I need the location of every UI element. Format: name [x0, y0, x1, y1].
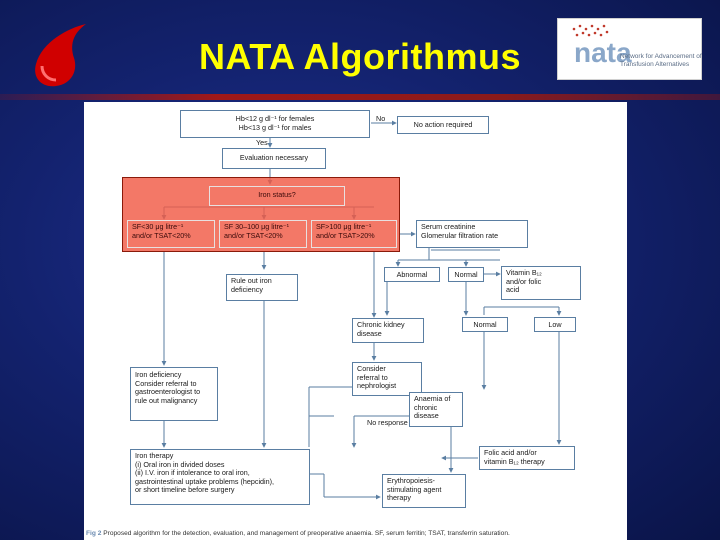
esa-therapy-box: Erythropoiesis- stimulating agent therap…	[382, 474, 466, 508]
algorithm-figure: Hb<12 g dl⁻¹ for females Hb<13 g dl⁻¹ fo…	[84, 102, 627, 540]
ckd-line-2: disease	[357, 328, 382, 338]
therapy-line-4: gastrointestinal uptake problems (hepcid…	[135, 476, 275, 486]
blood-drop-logo-icon	[35, 24, 86, 87]
folic-line-1: Folic acid and/or	[484, 448, 537, 457]
sf-low-line-1: SF<30 μg litre⁻¹	[132, 222, 184, 231]
no-label: No	[376, 114, 386, 123]
evaluation-text: Evaluation necessary	[239, 153, 309, 162]
esa-line-3: therapy	[387, 493, 411, 503]
caption-text: Proposed algorithm for the detection, ev…	[103, 530, 510, 537]
iron-status-box: Iron status?	[209, 186, 345, 206]
no-action-text: No action required	[413, 120, 473, 129]
nata-dots-icon	[572, 24, 609, 37]
nata-logo: nata Network for Advancement of Transfus…	[557, 18, 702, 80]
normal-box: Normal	[448, 267, 484, 282]
ckd-line-1: Chronic kidney	[357, 320, 405, 329]
anaemia-line-3: disease	[414, 411, 439, 421]
nephrologist-box: Consider referral to nephrologist	[352, 362, 422, 396]
iron-status-highlight: Iron status? SF<30 μg litre⁻¹ and/or TSA…	[122, 177, 400, 252]
therapy-line-3: (ii) I.V. iron if intolerance to oral ir…	[135, 468, 250, 478]
anaemia-chronic-box: Anaemia of chronic disease	[409, 392, 463, 427]
iron-deficiency-box: Iron deficiency Consider referral to gas…	[130, 367, 218, 421]
iron-status-text: Iron status?	[258, 190, 296, 199]
therapy-line-5: or short timeline before surgery	[135, 485, 235, 495]
folic-acid-box: Folic acid and/or vitamin B₁₂ therapy	[479, 446, 575, 470]
serum-creatinine-box: Serum creatinine Glomerular filtration r…	[416, 220, 528, 248]
b12-line-3: acid	[506, 285, 520, 295]
no-response-label: No response	[367, 418, 408, 427]
abnormal-box: Abnormal	[384, 267, 440, 282]
serum-line-2: Glomerular filtration rate	[421, 230, 499, 240]
iron-def-line-3: gastroenterologist to	[135, 387, 201, 397]
sf-low-box: SF<30 μg litre⁻¹ and/or TSAT<20%	[127, 220, 215, 248]
evaluation-box: Evaluation necessary	[222, 148, 326, 169]
esa-line-2: stimulating agent	[387, 484, 442, 494]
figure-caption: Fig 2 Proposed algorithm for the detecti…	[86, 530, 510, 537]
serum-line-1: Serum creatinine	[421, 222, 476, 231]
low-box: Low	[534, 317, 576, 332]
sf-mid-box: SF 30–100 μg litre⁻¹ and/or TSAT<20%	[219, 220, 307, 248]
nephro-line-3: nephrologist	[357, 381, 397, 391]
therapy-line-2: (i) Oral iron in divided doses	[135, 459, 225, 469]
rule-out-box: Rule out iron deficiency	[226, 274, 298, 301]
iron-def-line-1: Iron deficiency	[135, 370, 182, 379]
anaemia-line-2: chronic	[414, 402, 438, 412]
iron-def-line-2: Consider referral to	[135, 378, 197, 388]
hb-line-2: Hb<13 g dl⁻¹ for males	[238, 122, 312, 132]
ckd-box: Chronic kidney disease	[352, 318, 424, 343]
therapy-line-1: Iron therapy	[135, 451, 174, 460]
hb-line-1: Hb<12 g dl⁻¹ for females	[235, 114, 315, 123]
folic-line-2: vitamin B₁₂ therapy	[484, 456, 545, 466]
esa-line-1: Erythropoiesis-	[387, 476, 435, 485]
caption-label: Fig 2	[86, 530, 102, 537]
nephro-line-2: referral to	[357, 372, 388, 382]
sf-mid-line-1: SF 30–100 μg litre⁻¹	[224, 222, 290, 231]
title-divider	[0, 94, 720, 100]
normal-2-text: Normal	[473, 320, 497, 329]
page-title: NATA Algorithmus	[199, 36, 521, 77]
abnormal-text: Abnormal	[396, 270, 428, 279]
nephro-line-1: Consider	[357, 364, 386, 373]
normal-2-box: Normal	[462, 317, 508, 332]
iron-therapy-box: Iron therapy (i) Oral iron in divided do…	[130, 449, 310, 505]
anaemia-line-1: Anaemia of	[414, 394, 451, 403]
vitamin-b12-box: Vitamin B₁₂ and/or folic acid	[501, 266, 581, 300]
sf-low-line-2: and/or TSAT<20%	[132, 230, 191, 240]
b12-line-2: and/or folic	[506, 276, 542, 286]
iron-def-line-4: rule out malignancy	[135, 395, 198, 405]
sf-high-line-1: SF>100 μg litre⁻¹	[316, 222, 372, 231]
sf-mid-line-2: and/or TSAT<20%	[224, 230, 283, 240]
nata-logo-word: nata	[574, 37, 632, 68]
nata-logo-subtitle: Network for Advancement of Transfusion A…	[620, 53, 702, 68]
rule-out-line-1: Rule out iron	[231, 276, 272, 285]
yes-label: Yes	[256, 138, 268, 147]
hb-threshold-box: Hb<12 g dl⁻¹ for females Hb<13 g dl⁻¹ fo…	[180, 110, 370, 138]
low-text: Low	[548, 320, 562, 329]
no-action-box: No action required	[397, 116, 489, 134]
sf-high-box: SF>100 μg litre⁻¹ and/or TSAT>20%	[311, 220, 397, 248]
b12-line-1: Vitamin B₁₂	[506, 268, 542, 277]
normal-text: Normal	[454, 270, 478, 279]
sf-high-line-2: and/or TSAT>20%	[316, 230, 375, 240]
rule-out-line-2: deficiency	[231, 284, 263, 294]
